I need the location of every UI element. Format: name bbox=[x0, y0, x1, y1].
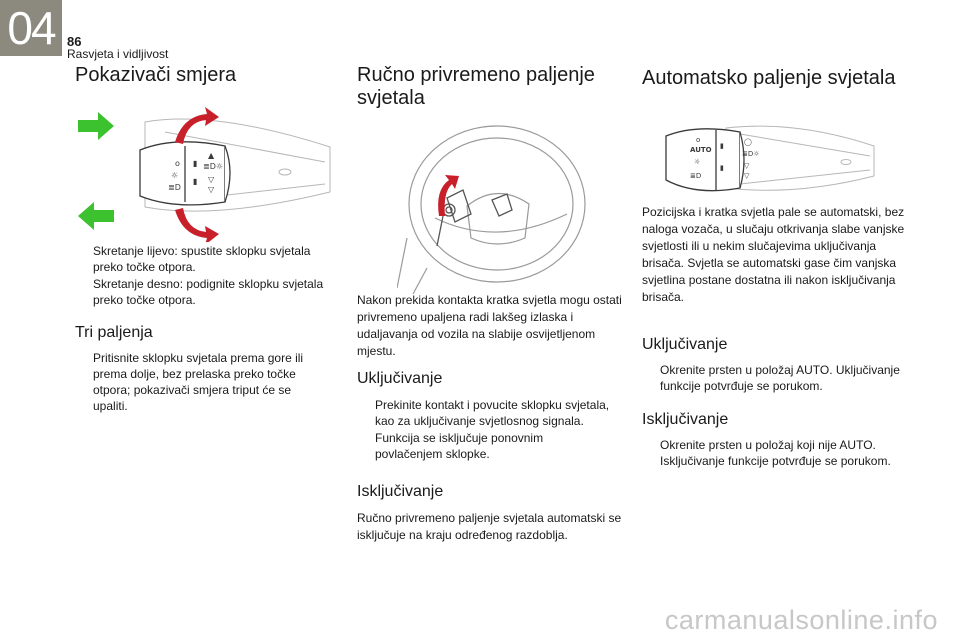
section-title: Pokazivači smjera bbox=[75, 64, 237, 86]
list-item-text: Skretanje lijevo: spustite sklopku svjet… bbox=[93, 244, 311, 274]
svg-text:☼: ☼ bbox=[694, 158, 700, 166]
svg-text:◯: ◯ bbox=[744, 138, 752, 146]
svg-text:o: o bbox=[175, 159, 180, 168]
list-item: Skretanje desno: podignite sklopku svjet… bbox=[75, 276, 335, 308]
svg-text:o: o bbox=[696, 136, 700, 144]
chapter-tab: 04 bbox=[0, 0, 62, 56]
arrow-right-icon bbox=[78, 112, 114, 140]
svg-text:▮: ▮ bbox=[720, 164, 724, 172]
svg-text:▮: ▮ bbox=[720, 142, 724, 150]
list-item: Pritisnite sklopku svjetala prema gore i… bbox=[75, 350, 325, 414]
list-item: Okrenite prsten u položaj AUTO. Uključiv… bbox=[642, 362, 917, 394]
svg-text:▮: ▮ bbox=[193, 159, 197, 168]
subsection-title: Isključivanje bbox=[642, 411, 729, 428]
list-item-text: Pritisnite sklopku svjetala prema gore i… bbox=[93, 351, 304, 413]
svg-text:☼: ☼ bbox=[171, 171, 178, 180]
page-number: 86 bbox=[67, 34, 82, 49]
steering-wheel-illustration bbox=[397, 118, 597, 298]
subsection-title: Uključivanje bbox=[642, 336, 728, 353]
watermark: carmanualsonline.info bbox=[664, 605, 938, 635]
subsection-title: Tri paljenja bbox=[75, 324, 153, 341]
red-arrow-down-icon bbox=[175, 208, 219, 242]
red-arrow-pull-icon bbox=[438, 175, 459, 216]
list-item-text: Prekinite kontakt i povucite sklopku svj… bbox=[375, 398, 610, 428]
list-item-text: Okrenite prsten u položaj AUTO. Uključiv… bbox=[660, 363, 900, 393]
deactivation-text: Ručno privremeno paljenje svjetala autom… bbox=[357, 511, 622, 542]
svg-text:▽: ▽ bbox=[744, 162, 750, 170]
list-item: Skretanje lijevo: spustite sklopku svjet… bbox=[75, 243, 335, 275]
list-item: Funkcija se isključuje ponovnim povlačen… bbox=[357, 430, 597, 462]
svg-text:▲: ▲ bbox=[208, 151, 215, 160]
arrow-left-icon bbox=[78, 202, 114, 230]
stalk-illustration-turn: o ☼ ≣D ▮ ▮ ▲ ≣D☼ ▽ ▽ bbox=[75, 102, 335, 242]
intro-text: Nakon prekida kontakta kratka svjetla mo… bbox=[357, 293, 622, 358]
list-item: Okrenite prsten u položaj koji nije AUTO… bbox=[642, 437, 917, 469]
subsection-title: Uključivanje bbox=[357, 370, 443, 387]
svg-text:▮: ▮ bbox=[193, 177, 197, 186]
svg-text:≣D: ≣D bbox=[690, 172, 701, 180]
svg-text:≣D☼: ≣D☼ bbox=[203, 162, 223, 171]
svg-text:≣D☼: ≣D☼ bbox=[742, 150, 760, 158]
section-title: Automatsko paljenje svjetala bbox=[642, 67, 896, 89]
list-item-text: Funkcija se isključuje ponovnim povlačen… bbox=[375, 431, 544, 461]
list-item: Prekinite kontakt i povucite sklopku svj… bbox=[357, 397, 622, 429]
auto-label: AUTO bbox=[690, 146, 712, 154]
svg-text:≣D: ≣D bbox=[168, 183, 181, 192]
list-item-text: Skretanje desno: podignite sklopku svjet… bbox=[93, 277, 324, 307]
subsection-title: Isključivanje bbox=[357, 483, 444, 500]
intro-text: Pozicijska i kratka svjetla pale se auto… bbox=[642, 205, 905, 304]
svg-text:▽: ▽ bbox=[744, 172, 750, 180]
stalk-illustration-auto: o AUTO ☼ ≣D ▮ ▮ ◯ ≣D☼ ▽ ▽ bbox=[656, 118, 876, 198]
svg-text:▽: ▽ bbox=[208, 185, 215, 194]
chapter-title: Rasvjeta i vidljivost bbox=[67, 47, 169, 61]
section-title: Ručno privremeno paljenje svjetala bbox=[357, 64, 595, 109]
red-arrow-up-icon bbox=[175, 107, 219, 144]
svg-text:▽: ▽ bbox=[208, 175, 215, 184]
list-item-text: Okrenite prsten u položaj koji nije AUTO… bbox=[660, 438, 891, 468]
